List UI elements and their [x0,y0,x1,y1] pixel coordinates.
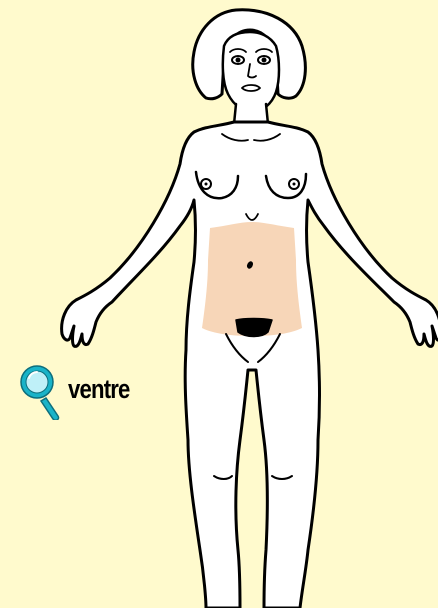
mouth [242,85,260,91]
face [223,32,279,112]
navel [247,262,252,268]
pubic-area [236,319,272,337]
zoom-ventre-link[interactable]: ventre [16,362,143,420]
zoom-label-text: ventre [68,376,130,403]
magnifier-icon [16,362,66,420]
